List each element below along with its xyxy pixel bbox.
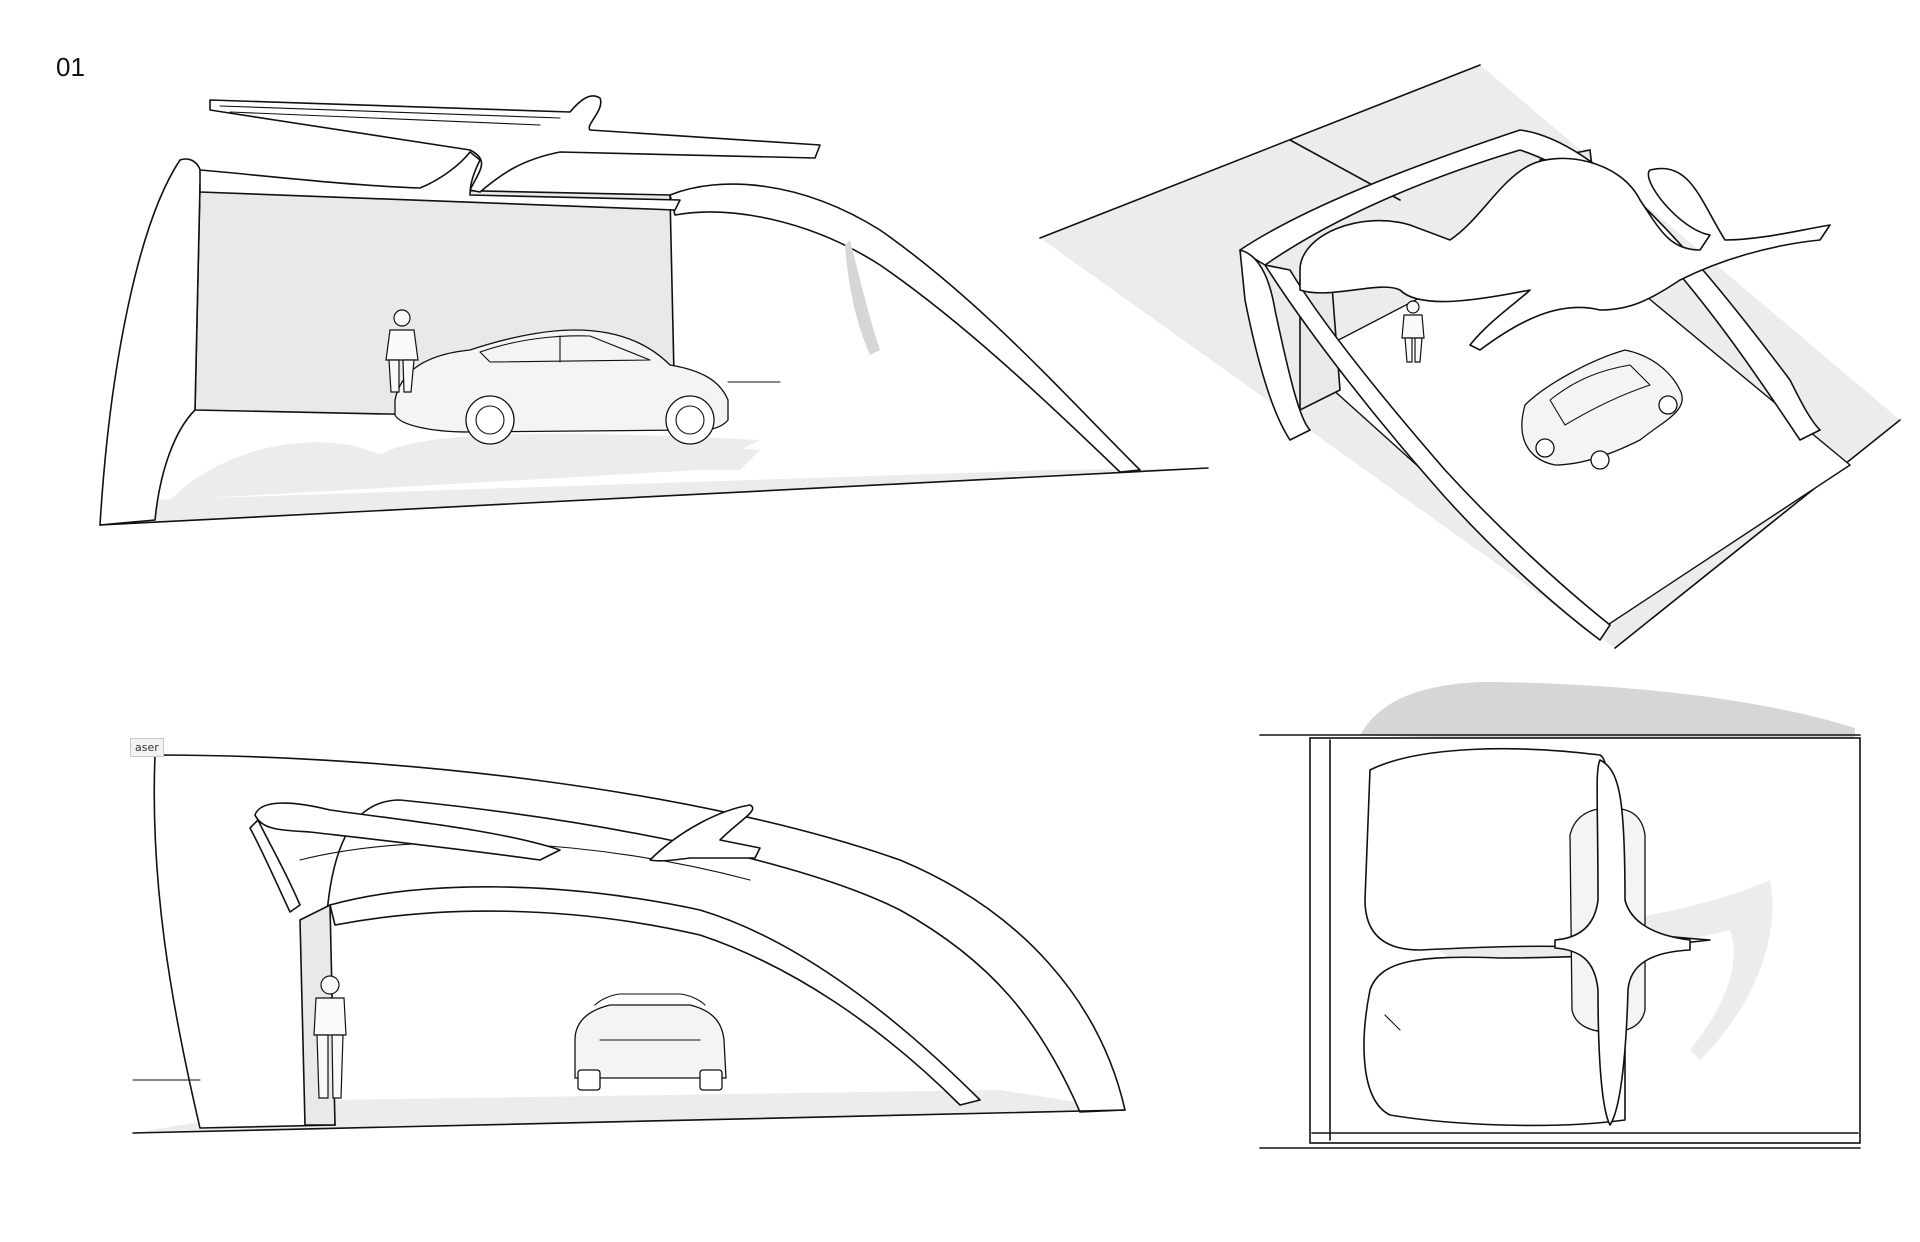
side-inner-arch [329, 886, 981, 1106]
tooltip-label: aser [130, 738, 164, 757]
sheet-number: 01 [56, 52, 85, 82]
arch-left-leg [99, 158, 202, 526]
aerial-car-roof [1549, 364, 1651, 426]
car-rear-wheel [465, 395, 515, 445]
view-perspective-front [99, 95, 1209, 526]
side-ground-shadow [133, 1090, 1125, 1133]
side-car-wheel-left [577, 1069, 601, 1091]
person-front [385, 309, 419, 393]
car-windows [479, 335, 651, 363]
arch-shadow [845, 240, 880, 355]
aerial-arch-front [1264, 264, 1611, 641]
canopy-lower [199, 151, 681, 211]
arch-right [669, 183, 1141, 473]
aerial-car-wheel-1 [1535, 438, 1555, 458]
side-ground-line [132, 1109, 1126, 1134]
side-canopy-right [649, 804, 761, 862]
side-column [249, 819, 301, 913]
aerial-car-body [1521, 349, 1683, 466]
plan-frame [1309, 737, 1861, 1144]
ground-edge-top [1039, 64, 1481, 239]
view-aerial-perspective [1039, 64, 1901, 649]
person-side [313, 975, 347, 1099]
aerial-car-wheel-2 [1590, 450, 1610, 470]
aerial-canopy [1299, 157, 1831, 351]
ground-edge-right [1614, 419, 1901, 649]
aerial-car-wheel-3 [1658, 395, 1678, 415]
ground-line [99, 467, 1209, 526]
plan-top-shadow [1360, 682, 1855, 738]
side-car-roof [594, 993, 706, 1006]
car-front-rim [675, 405, 705, 435]
view-top-plan [1259, 682, 1861, 1149]
aerial-arch-back [1239, 129, 1821, 441]
canopy-edge [219, 105, 561, 126]
plan-central-blade [1554, 759, 1691, 1126]
side-car-body [574, 1004, 727, 1079]
car-front-wheel [665, 395, 715, 445]
plan-canopy-bottom [1363, 954, 1626, 1127]
car-shadow [330, 444, 760, 470]
car-rear-rim [475, 405, 505, 435]
aerial-arch-front-leg [1239, 249, 1311, 441]
person-aerial [1401, 300, 1425, 363]
plan-mark [1384, 1014, 1401, 1031]
side-car-wheel-right [699, 1069, 723, 1091]
canopy-upper [209, 95, 821, 193]
view-side-perspective [132, 754, 1126, 1134]
side-canopy-left [254, 802, 561, 861]
